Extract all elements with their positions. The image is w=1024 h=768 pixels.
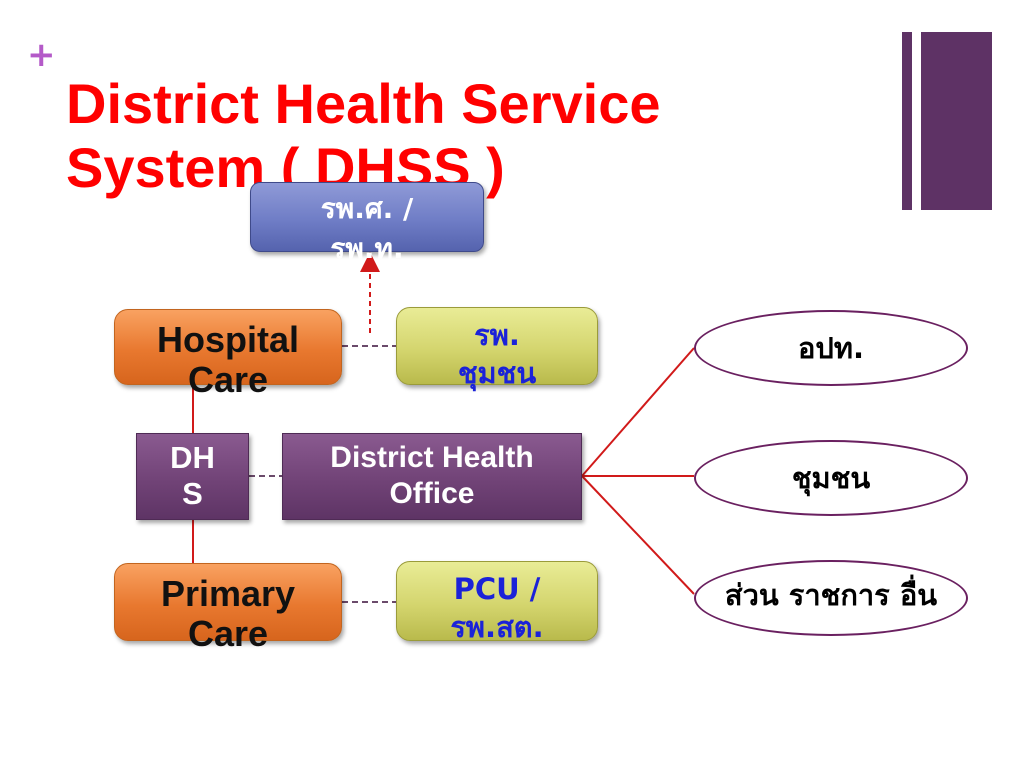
district-health-office-line-2: Office (389, 477, 475, 510)
bullet-plus-icon: + (27, 35, 56, 75)
other-agencies-ellipse: ส่วน ราชการ อื่น (694, 560, 968, 636)
community-hospital-node: รพ. ชุมชน (396, 307, 598, 390)
other-agencies-line-2: ราชการ (788, 578, 890, 612)
accent-bar-thin (902, 32, 912, 210)
local-government-label: อปท. (798, 331, 864, 365)
title-line-1: District Health Service (66, 72, 661, 135)
dhs-line-2: S (182, 476, 203, 511)
community-ellipse: ชุมชน (694, 440, 968, 516)
local-government-ellipse: อปท. (694, 310, 968, 386)
district-health-office-node: District Health Office (282, 433, 582, 520)
dhs-node: DH S (136, 433, 249, 520)
dhs-line-1: DH (170, 440, 215, 475)
pcu-line-2: รพ.สต. (450, 610, 544, 644)
accent-bar-thick (921, 32, 992, 210)
pcu-line-1: PCU / (453, 572, 541, 606)
primary-care-line-2: Care (187, 613, 269, 654)
hospital-care-node: Hospital Care (114, 309, 342, 400)
primary-care-line-1: Primary (160, 573, 296, 614)
regional-hospital-node: รพ.ศ. / รพ.ท. (250, 182, 484, 265)
hospital-care-line-1: Hospital (156, 319, 299, 360)
pcu-node: PCU / รพ.สต. (396, 561, 598, 644)
primary-care-node: Primary Care (114, 563, 342, 654)
regional-hospital-line-2: รพ.ท. (330, 232, 404, 265)
hospital-care-line-2: Care (187, 359, 269, 400)
community-hospital-line-1: รพ. (474, 318, 520, 352)
district-health-office-line-1: District Health (330, 441, 534, 474)
other-agencies-line-1: ส่วน (724, 578, 779, 612)
regional-hospital-line-1: รพ.ศ. / (320, 192, 414, 225)
other-agencies-line-3: อื่น (899, 578, 938, 612)
community-label: ชุมชน (791, 461, 871, 495)
community-hospital-line-2: ชุมชน (457, 356, 537, 390)
link-office-local-government (581, 347, 695, 477)
link-office-other-agencies (581, 475, 695, 595)
